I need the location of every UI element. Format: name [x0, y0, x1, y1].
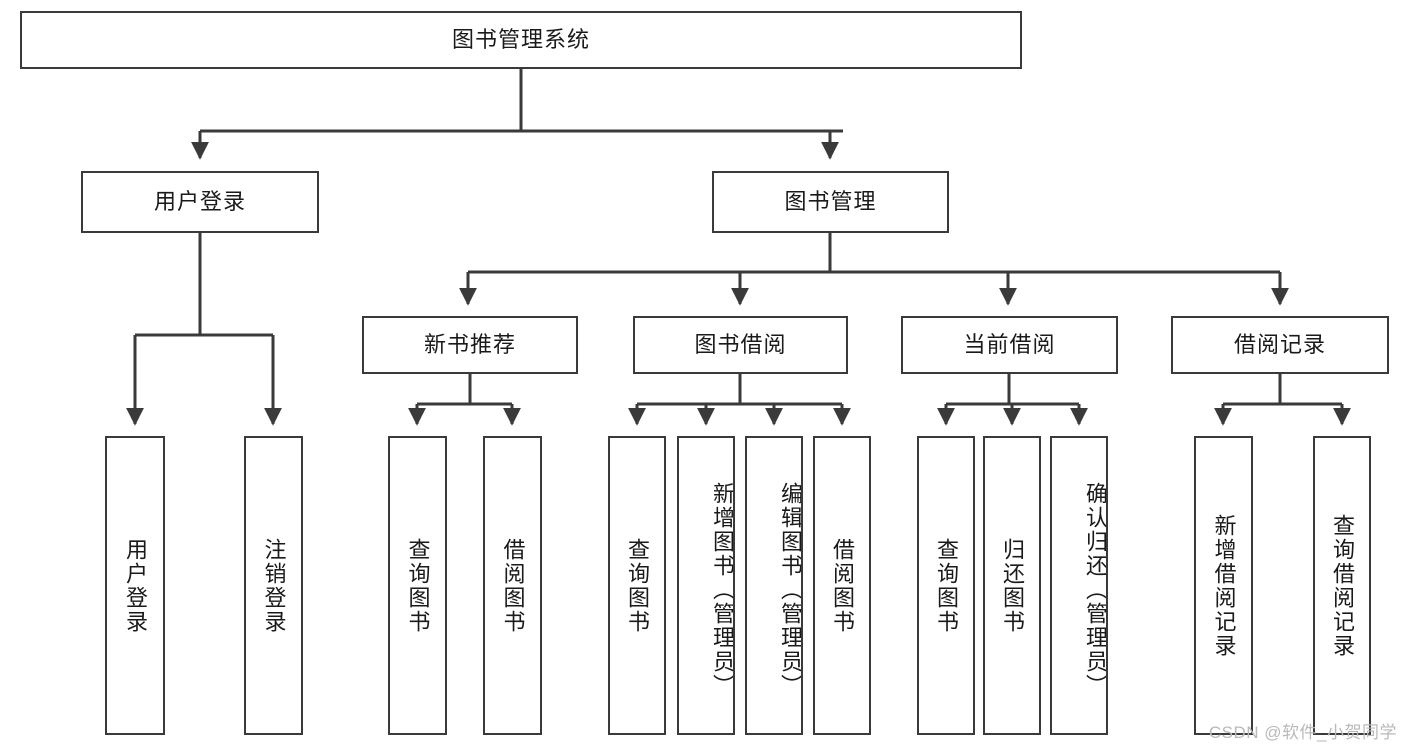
node-book-management-label: 图书管理 — [784, 188, 877, 214]
node-borrow-record-label: 借阅记录 — [1233, 331, 1326, 357]
leaf-logout[interactable]: 注销登录 — [244, 436, 303, 735]
leaf-user-login[interactable]: 用户登录 — [105, 436, 165, 735]
node-root[interactable]: 图书管理系统 — [20, 11, 1022, 69]
leaf-query-book-recommend[interactable]: 查询图书 — [388, 436, 447, 735]
leaf-borrow-book[interactable]: 借阅图书 — [813, 436, 871, 735]
leaf-query-borrow-record[interactable]: 查询借阅记录 — [1313, 436, 1371, 735]
node-root-label: 图书管理系统 — [451, 26, 590, 52]
node-current-borrow[interactable]: 当前借阅 — [901, 316, 1118, 374]
leaf-return-book[interactable]: 归还图书 — [983, 436, 1041, 735]
node-new-book-recommend-label: 新书推荐 — [423, 331, 516, 357]
leaf-edit-book-admin[interactable]: 编辑图书（管理员） — [745, 436, 803, 735]
leaf-confirm-return-admin[interactable]: 确认归还（管理员） — [1050, 436, 1108, 735]
node-user-login-label: 用户登录 — [153, 188, 246, 214]
node-current-borrow-label: 当前借阅 — [963, 331, 1056, 357]
node-user-login[interactable]: 用户登录 — [81, 171, 319, 233]
node-book-borrow[interactable]: 图书借阅 — [633, 316, 848, 374]
leaf-query-book-current[interactable]: 查询图书 — [917, 436, 975, 735]
leaf-borrow-book-recommend[interactable]: 借阅图书 — [483, 436, 542, 735]
leaf-add-borrow-record[interactable]: 新增借阅记录 — [1194, 436, 1253, 735]
leaf-query-book-borrow[interactable]: 查询图书 — [608, 436, 666, 735]
leaf-add-book-admin[interactable]: 新增图书（管理员） — [677, 436, 735, 735]
csdn-watermark: CSDN @软件_小贺同学 — [1208, 723, 1397, 742]
node-borrow-record[interactable]: 借阅记录 — [1171, 316, 1389, 374]
node-new-book-recommend[interactable]: 新书推荐 — [362, 316, 578, 374]
node-book-management[interactable]: 图书管理 — [712, 171, 949, 233]
node-book-borrow-label: 图书借阅 — [694, 331, 787, 357]
